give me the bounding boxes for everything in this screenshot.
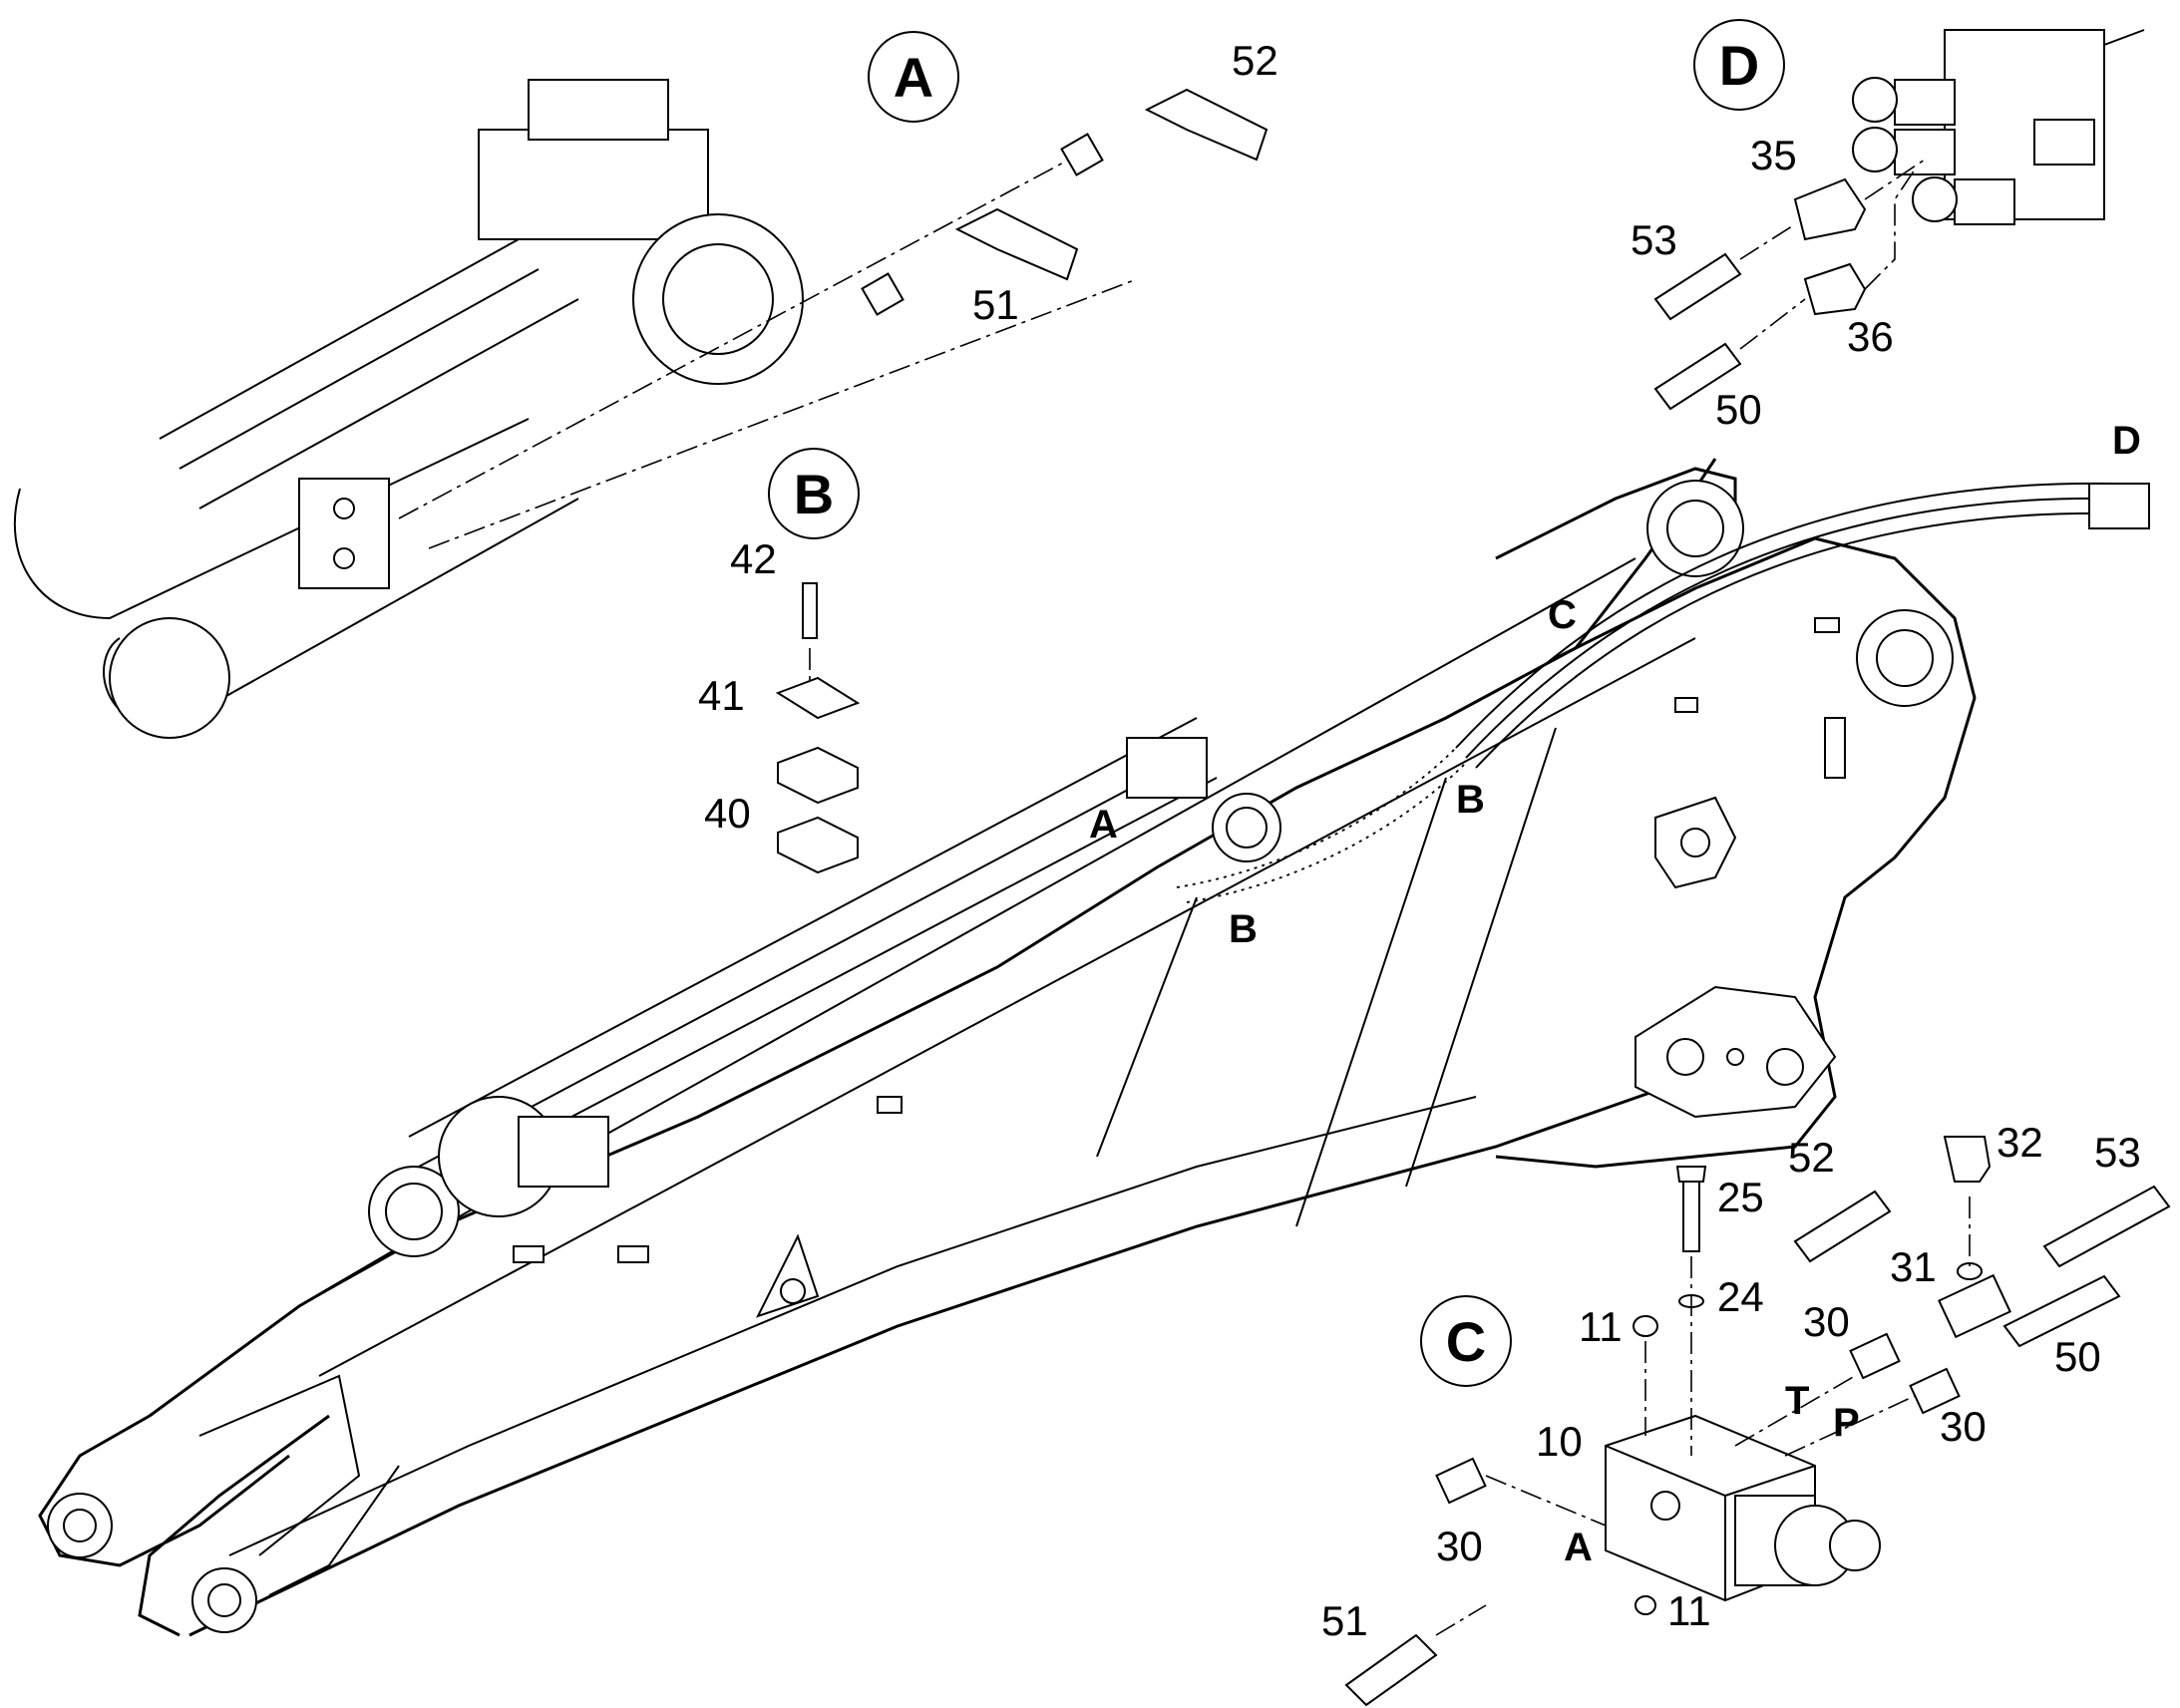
boom-label-a: A — [1089, 803, 1118, 847]
hose-run-d — [1176, 482, 2150, 903]
callout-c-label: C — [1446, 1310, 1486, 1373]
boom-label-c: C — [1548, 593, 1577, 637]
label-c-25: 25 — [1717, 1174, 1764, 1220]
label-c-52: 52 — [1788, 1134, 1835, 1181]
label-c-24: 24 — [1717, 1273, 1764, 1320]
boom-label-b-lower: B — [1229, 907, 1258, 951]
label-a-52: 52 — [1232, 37, 1278, 84]
label-b-41: 41 — [698, 672, 745, 719]
label-c-port-a: A — [1564, 1526, 1593, 1569]
label-d-35: 35 — [1750, 132, 1797, 178]
fitting-51-detail-a — [861, 207, 1079, 316]
label-d-53: 53 — [1631, 216, 1677, 263]
label-c-50: 50 — [2054, 1333, 2101, 1380]
callout-d-label: D — [1719, 34, 1759, 97]
callout-circle-d — [1693, 19, 1785, 111]
label-d-36: 36 — [1847, 313, 1894, 360]
detail-a-assembly — [13, 79, 1269, 739]
callout-circle-c — [1420, 1295, 1512, 1387]
callout-circle-a — [868, 31, 959, 123]
detail-b-assembly — [775, 582, 861, 874]
callout-a-label: A — [894, 46, 933, 109]
label-c-30-t: 30 — [1803, 1298, 1850, 1345]
label-c-30-left: 30 — [1436, 1523, 1483, 1569]
label-c-11-top: 11 — [1579, 1303, 1623, 1350]
label-c-port-t: T — [1785, 1379, 1809, 1423]
label-a-51: 51 — [972, 281, 1019, 328]
label-c-10: 10 — [1536, 1418, 1583, 1465]
callout-circle-b — [768, 448, 860, 539]
label-c-31: 31 — [1890, 1243, 1937, 1290]
label-c-32: 32 — [1997, 1119, 2043, 1166]
boom-cylinder — [368, 717, 1281, 1257]
fitting-52-detail-a — [1060, 88, 1269, 176]
label-c-11-bottom: 11 — [1667, 1587, 1711, 1634]
label-c-30-p: 30 — [1940, 1403, 1987, 1450]
boom-label-d: D — [2112, 419, 2141, 463]
label-c-53: 53 — [2094, 1129, 2141, 1176]
label-c-51: 51 — [1321, 1597, 1368, 1644]
boom-label-b-upper: B — [1456, 778, 1485, 822]
label-b-42: 42 — [730, 535, 777, 582]
detail-c-assembly — [1344, 1136, 2171, 1707]
label-d-50: 50 — [1715, 386, 1762, 433]
label-c-port-p: P — [1833, 1401, 1860, 1445]
detail-d-assembly — [1653, 29, 2145, 411]
label-b-40: 40 — [704, 790, 751, 837]
callout-b-label: B — [794, 463, 834, 525]
